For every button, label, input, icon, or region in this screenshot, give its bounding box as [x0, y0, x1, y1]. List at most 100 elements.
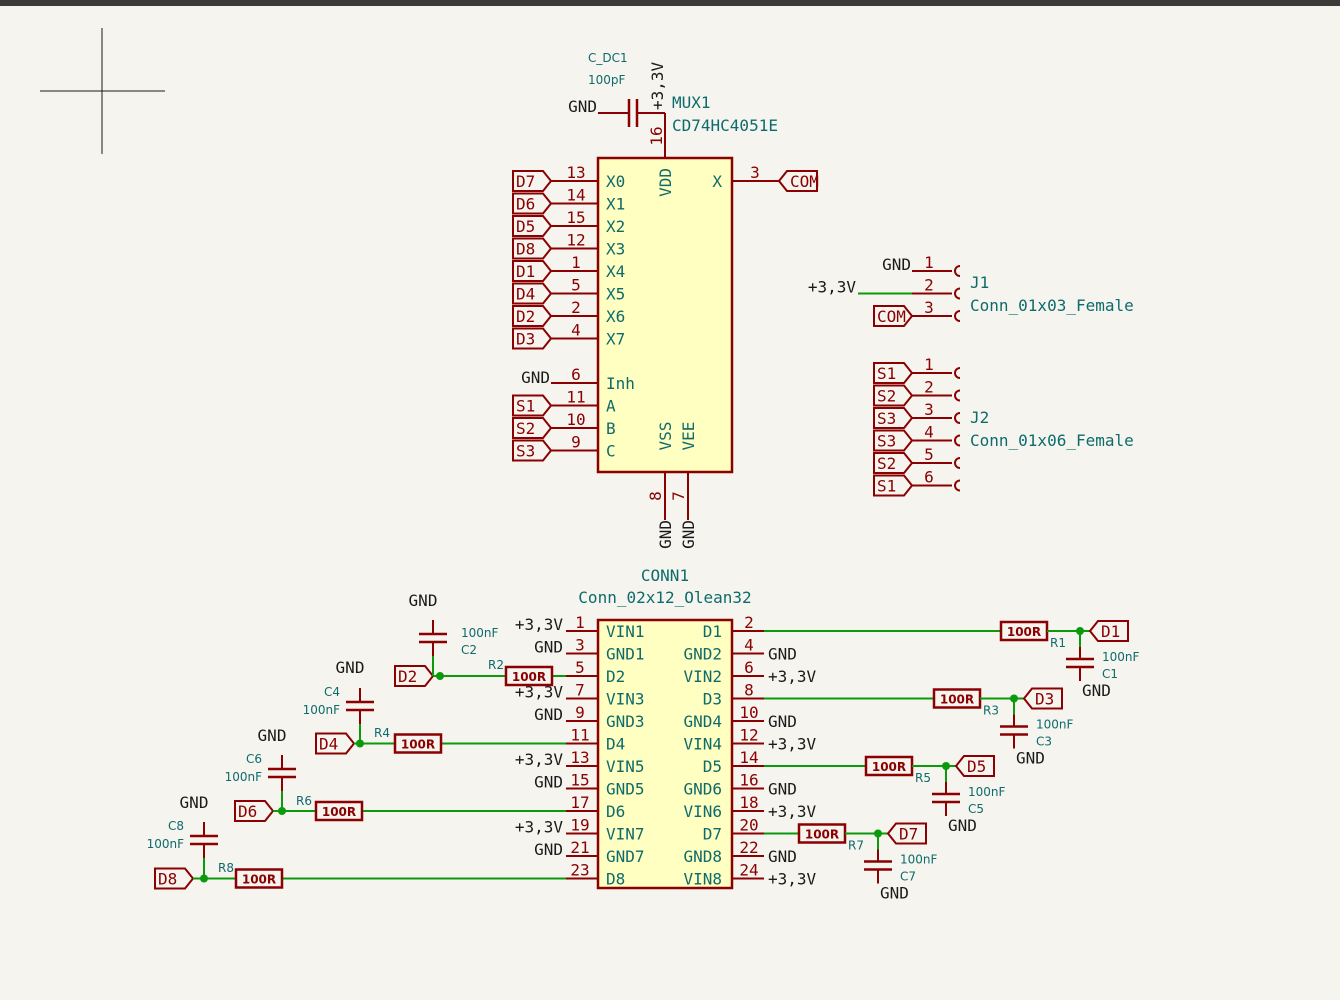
net-label-shape	[873, 452, 914, 474]
power-3v3: +3,3V	[515, 818, 564, 837]
capacitor-ref: C3	[1036, 735, 1052, 749]
conn1-pin-number: 15	[570, 771, 589, 790]
conn1-pin-number: 7	[575, 681, 585, 700]
conn1-pin-name: GND1	[606, 645, 645, 664]
power-gnd: GND	[258, 726, 287, 745]
net-label-shape	[873, 362, 914, 384]
net-label-text: S2	[516, 419, 535, 438]
power-gnd: GND	[768, 712, 797, 731]
net-label-text: D3	[1035, 690, 1054, 709]
j1-socket	[954, 265, 961, 277]
net-label-com-shape	[873, 305, 914, 327]
mux1-pin-name: X6	[606, 307, 625, 326]
power-gnd: GND	[534, 638, 563, 657]
mux1-pin-number: 1	[571, 253, 581, 272]
net-label-com-shape	[777, 170, 818, 192]
j1-socket	[954, 287, 961, 300]
capacitor-value: 100nF	[968, 785, 1006, 799]
conn1-pin-number: 9	[575, 703, 585, 722]
conn1-pin-name: GND7	[606, 847, 645, 866]
mux1-pin-name: VSS	[656, 422, 675, 451]
j1-pin-number: 3	[924, 298, 934, 317]
conn1-pin-number: 13	[570, 748, 589, 767]
resistor-ref: R7	[848, 839, 864, 853]
capacitor-ref: C7	[900, 870, 916, 884]
net-label-shape	[512, 394, 553, 417]
j2-pin-number: 3	[924, 400, 934, 419]
power-3v3: +3,3V	[515, 683, 564, 702]
junction-dot	[436, 672, 444, 680]
power-gnd: GND	[534, 773, 563, 792]
j2-pin-number: 6	[924, 468, 934, 487]
mux1-pin-name: A	[606, 397, 616, 416]
resistor-value: 100R	[242, 873, 276, 887]
net-label-shape	[394, 665, 435, 687]
conn1-pin-number: 20	[739, 816, 758, 835]
capacitor-value: 100nF	[225, 770, 263, 784]
net-label-text: S3	[877, 409, 896, 428]
conn1-pin-name: D1	[703, 622, 722, 641]
conn1-pin-number: 11	[570, 726, 589, 745]
conn1-pin-name: GND3	[606, 712, 645, 731]
mux1-pin-name: X0	[606, 172, 625, 191]
conn1-pin-number: 14	[739, 748, 758, 767]
capacitor-value: 100nF	[1102, 650, 1140, 664]
conn1-body	[596, 618, 734, 890]
j1-socket	[954, 310, 961, 322]
power-3v3: +3,3V	[648, 61, 667, 110]
net-label-shape	[1088, 620, 1129, 642]
cdc-ref: C_DC1	[588, 51, 628, 65]
conn1-pin-name: VIN8	[683, 870, 722, 889]
junction-dot	[356, 739, 364, 748]
mux1-pin-name: Inh	[606, 374, 635, 393]
conn1-pin-name: VIN7	[606, 825, 645, 844]
mux1-pin-number: 8	[646, 491, 665, 501]
mux1-pin-number: 7	[669, 491, 688, 501]
conn1-pin-name: VIN6	[683, 802, 722, 821]
conn1-pin-name: GND6	[683, 780, 722, 799]
resistor-ref: R8	[218, 861, 234, 875]
net-label-text: D1	[1101, 622, 1120, 641]
mux1-pin-number: 6	[571, 365, 581, 384]
net-label-shape	[873, 407, 914, 429]
mux1-pin-name: X5	[606, 285, 625, 304]
power-gnd: GND	[336, 658, 365, 677]
net-label-shape	[315, 732, 356, 755]
net-label-shape	[873, 474, 914, 497]
net-label-text: D4	[516, 285, 535, 304]
net-label-text: S3	[877, 432, 896, 451]
conn1-value: Conn_02x12_Olean32	[578, 588, 751, 607]
net-label-shape	[512, 170, 553, 192]
mux1-pin-number: 16	[647, 126, 666, 145]
capacitor-ref: C6	[246, 752, 262, 766]
conn1-pin-name: D7	[703, 825, 722, 844]
capacitor-value: 100nF	[147, 837, 185, 851]
net-label-shape	[512, 417, 553, 439]
net-label-shape	[512, 237, 553, 260]
j2-socket	[954, 412, 961, 424]
net-label-com-text: COM	[877, 307, 906, 326]
power-gnd: GND	[768, 780, 797, 799]
j2-socket	[954, 434, 961, 447]
conn1-pin-number: 17	[570, 793, 589, 812]
capacitor-ref: C1	[1102, 667, 1118, 681]
mux1-pin-name: C	[606, 442, 616, 461]
power-gnd: GND	[948, 816, 977, 835]
conn1-pin-number: 6	[744, 658, 754, 677]
j1-ref: J1	[970, 273, 989, 292]
capacitor-value: 100nF	[303, 703, 341, 717]
conn1-pin-number: 23	[570, 861, 589, 880]
conn1-pin-number: 8	[744, 681, 754, 700]
conn1-pin-number: 12	[739, 726, 758, 745]
resistor-ref: R5	[915, 771, 931, 785]
mux1-pin-name: X2	[606, 217, 625, 236]
conn1-pin-number: 5	[575, 658, 585, 677]
resistor-ref: R1	[1050, 636, 1066, 650]
conn1-pin-name: VIN3	[606, 690, 645, 709]
j2-pin-number: 2	[924, 378, 934, 397]
conn1-pin-number: 10	[739, 703, 758, 722]
conn1-pin-name: D8	[606, 870, 625, 889]
mux1-pin-number: 5	[571, 276, 581, 295]
resistor-ref: R2	[488, 658, 504, 672]
